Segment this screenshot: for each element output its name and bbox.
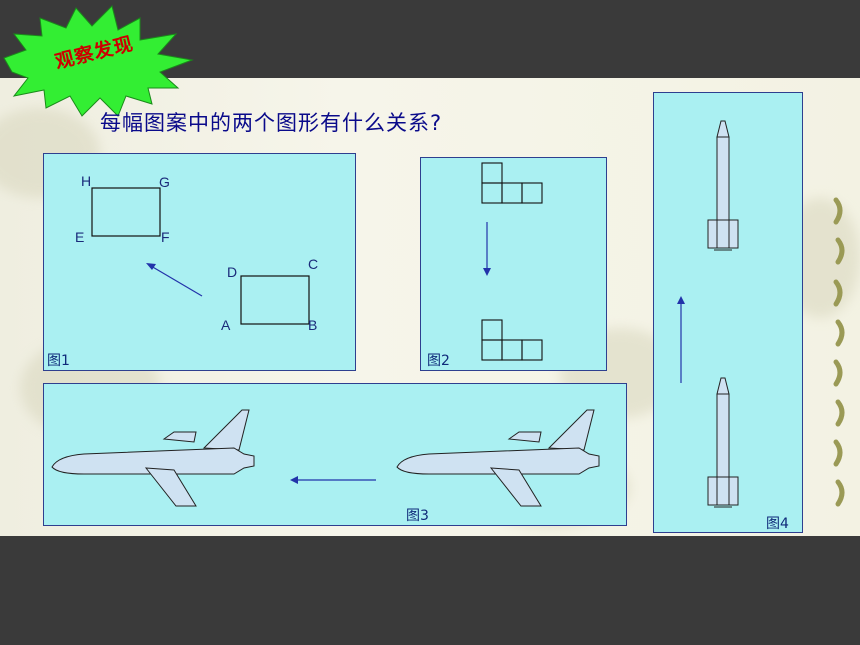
rectangle-abcd	[240, 275, 310, 325]
panel-figure-3: 图3	[43, 383, 627, 526]
figure-1-drawing	[91, 187, 310, 325]
figure-4-drawing	[677, 120, 739, 508]
up-arrowhead	[677, 296, 685, 304]
vertex-label-a: A	[221, 317, 231, 333]
figure-2-drawing	[481, 162, 543, 361]
vertex-label-d: D	[227, 264, 238, 280]
left-arrowhead	[290, 476, 298, 484]
rocket-bottom	[707, 377, 739, 508]
vertex-label-f: F	[161, 229, 170, 245]
vertex-label-h: H	[81, 173, 92, 189]
figure-caption: 图4	[766, 516, 789, 532]
question-title: 每幅图案中的两个图形有什么关系?	[100, 111, 443, 135]
figure-3-drawing	[51, 409, 600, 507]
vertex-label-e: E	[75, 229, 85, 245]
rocket-top	[707, 120, 739, 251]
figure-caption: 图3	[406, 508, 429, 524]
translation-arrowhead	[146, 263, 156, 270]
starburst-shape	[3, 5, 194, 117]
vertex-label-b: B	[308, 317, 318, 333]
panel-figure-1: H G E F D C A B 图1	[43, 153, 356, 371]
translation-arrow-line	[150, 265, 203, 297]
vertex-label-g: G	[159, 174, 170, 190]
panel-figure-2: 图2	[420, 157, 607, 371]
vertex-label-c: C	[308, 256, 319, 272]
down-arrowhead	[483, 268, 491, 276]
l-shape-bottom	[481, 319, 543, 361]
bottom-dark-band	[0, 536, 860, 645]
figure-caption: 图1	[47, 353, 70, 369]
airplane-right	[396, 409, 600, 507]
starburst-badge	[3, 5, 194, 117]
l-shape-top	[481, 162, 543, 204]
airplane-left	[51, 409, 255, 507]
rectangle-efgh	[91, 187, 161, 237]
figure-caption: 图2	[427, 353, 450, 369]
panel-figure-4: 图4	[653, 92, 803, 533]
